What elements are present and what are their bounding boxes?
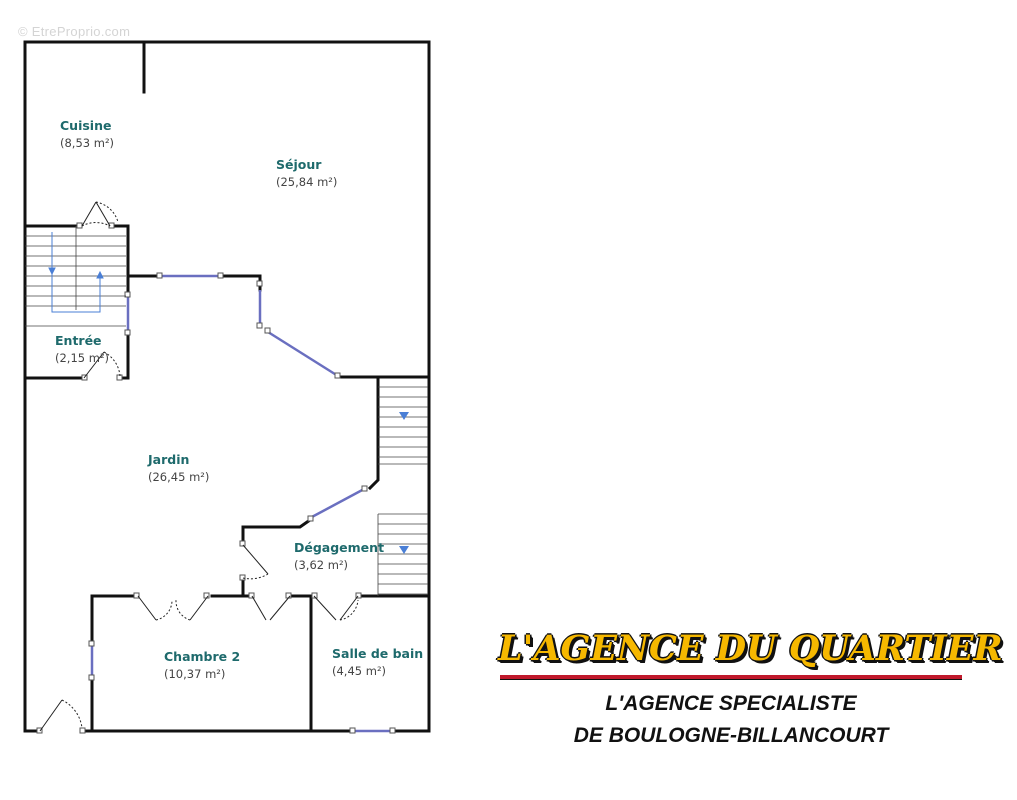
room-area-salle-de-bain: (4,45 m²) — [332, 664, 387, 678]
room-label-jardin: Jardin — [148, 452, 190, 467]
room-area-chambre-2: (10,37 m²) — [164, 667, 226, 681]
agency-name: L'AGENCE DU QUARTIER — [498, 628, 1003, 669]
room-area-entree: (2,15 m²) — [55, 351, 110, 365]
stair-right-upper — [378, 386, 428, 465]
room-label-cuisine: Cuisine — [60, 118, 112, 133]
stair-arrow-upper — [399, 412, 409, 420]
room-label-entree: Entrée — [55, 333, 102, 348]
stair-arrows — [48, 232, 104, 313]
agency-tagline-1: L'AGENCE SPECIALISTE — [605, 692, 857, 715]
agency-rule — [500, 675, 962, 680]
room-area-sejour: (25,84 m²) — [276, 175, 338, 189]
room-label-degagement: Dégagement — [294, 540, 385, 555]
room-area-jardin: (26,45 m²) — [148, 470, 210, 484]
window-joints — [36, 222, 396, 734]
watermark: © EtreProprio.com — [18, 24, 131, 39]
room-label-salle-de-bain: Salle de bain — [332, 646, 424, 661]
room-area-degagement: (3,62 m²) — [294, 558, 349, 572]
room-area-cuisine: (8,53 m²) — [60, 136, 115, 150]
room-label-chambre-2: Chambre 2 — [164, 649, 241, 664]
windows — [90, 274, 394, 733]
stair-entree — [25, 226, 126, 327]
stair-right-lower — [377, 513, 428, 596]
stair-arrow-lower — [399, 546, 409, 554]
walls — [23, 40, 431, 733]
room-label-sejour: Séjour — [276, 157, 322, 172]
agency-logo: L'AGENCE DU QUARTIER L'AGENCE SPECIALIST… — [498, 628, 1003, 768]
outer-wall — [23, 40, 431, 733]
agency-tagline-2: DE BOULOGNE-BILLANCOURT — [573, 724, 889, 747]
doors — [39, 201, 359, 732]
